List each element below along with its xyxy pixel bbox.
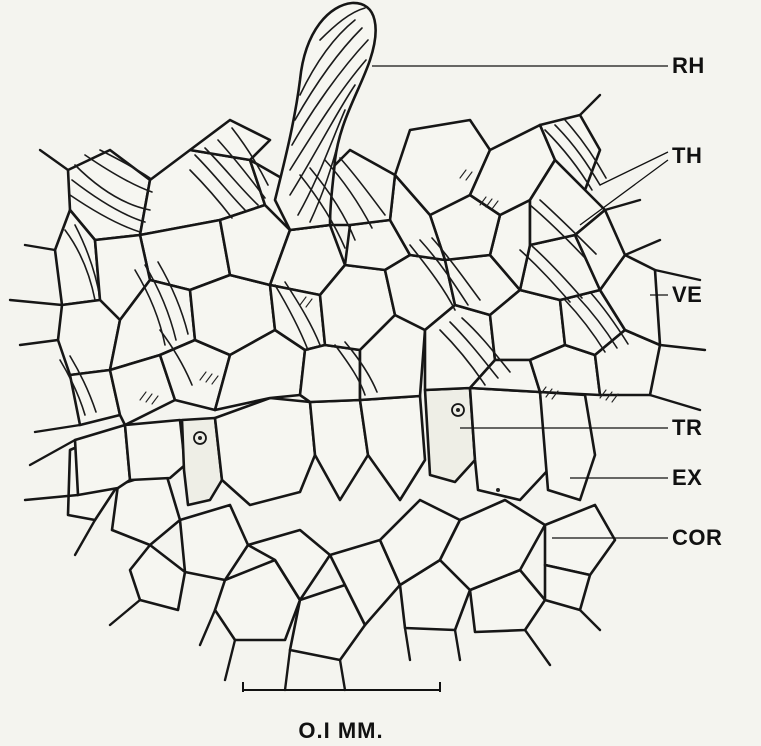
cortex-cell bbox=[545, 505, 615, 575]
velamen-cell bbox=[330, 150, 395, 225]
label-ex: EX bbox=[672, 465, 702, 490]
exodermis-cell bbox=[540, 392, 595, 500]
label-th: TH bbox=[672, 143, 702, 168]
exodermis-cell bbox=[310, 400, 368, 500]
passage-cell bbox=[425, 388, 475, 482]
cortex-cell bbox=[180, 505, 248, 580]
cortex-cell bbox=[440, 500, 545, 590]
label-tr: TR bbox=[672, 415, 702, 440]
label-ve: VE bbox=[672, 282, 702, 307]
exodermis-cell bbox=[125, 420, 185, 480]
label-rh: RH bbox=[672, 53, 705, 78]
exodermis-cell bbox=[215, 398, 315, 505]
exodermis-cell bbox=[75, 425, 130, 495]
exodermis-cell bbox=[470, 388, 548, 500]
exodermis-cell bbox=[360, 396, 425, 500]
label-cor: COR bbox=[672, 525, 722, 550]
scale-bar bbox=[243, 682, 440, 692]
scale-bar-label: O.I MM. bbox=[298, 718, 383, 743]
leader-th-1 bbox=[600, 152, 668, 185]
velamen-cell bbox=[300, 345, 360, 402]
